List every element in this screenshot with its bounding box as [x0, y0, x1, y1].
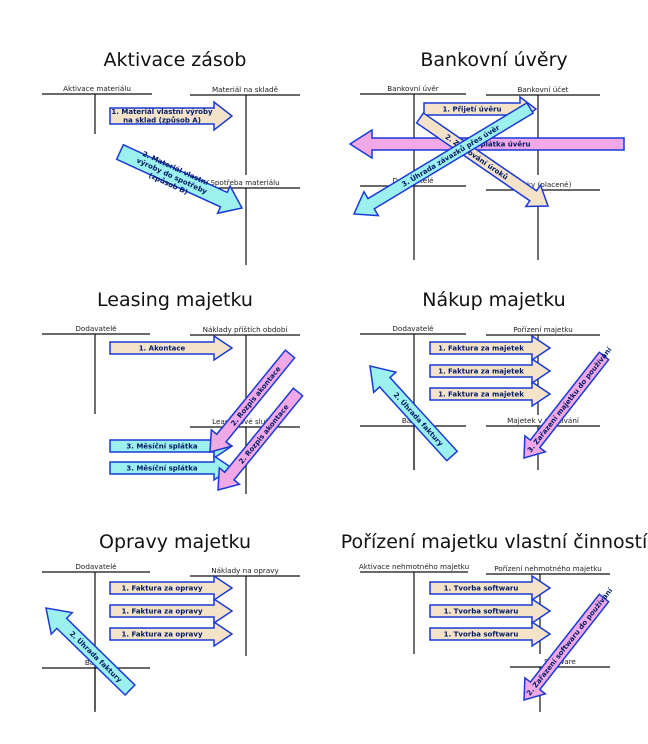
- arrow-label-group: 1. Faktura za majetek: [438, 367, 524, 375]
- arrow-shape: [348, 128, 625, 160]
- panel-title-opravy-majetku: Opravy majetku: [99, 531, 251, 553]
- arrow-faktura-opravy-2: 1. Faktura za opravy: [109, 597, 234, 625]
- arrow-label: 3. Měsíční splátka: [126, 464, 198, 472]
- arrow-label-group: 1. Akontace: [139, 344, 186, 352]
- arrow-faktura-majetek-2: 1. Faktura za majetek: [429, 357, 552, 385]
- arrow-tvorba-softwaru-1: 1. Tvorba softwaru: [429, 574, 552, 602]
- arrow-label-group: 1. Tvorba softwaru: [444, 630, 519, 638]
- panel-title-nakup-majetku: Nákup majetku: [422, 289, 565, 311]
- account-label: Dodavatelé: [75, 562, 117, 571]
- t-account-dodavatele-uvery: Dodavatelé: [360, 176, 466, 260]
- arrow-shape: [209, 349, 296, 453]
- arrow-label-group: 4. Splátka úvěru: [465, 140, 530, 148]
- arrow-shape: [109, 620, 234, 648]
- panel-title-bankovni-uvery: Bankovní úvěry: [420, 49, 567, 71]
- arrow-shape: [523, 351, 610, 460]
- panel-title-leasing-majetku: Leasing majetku: [97, 289, 253, 311]
- account-label: Dodavatelé: [75, 324, 117, 333]
- arrow-label-group: 1. Faktura za majetek: [438, 390, 524, 398]
- t-account-naklady-na-opravy: Náklady na opravy: [190, 566, 300, 656]
- arrow-label-group: 1. Faktura za opravy: [121, 584, 202, 592]
- arrow-label: 1. Faktura za majetek: [438, 344, 524, 352]
- arrow-label-group: 3. Měsíční splátka: [126, 442, 198, 450]
- account-label: Leasingové služby: [212, 417, 279, 426]
- arrow-label: 1. Faktura za majetek: [438, 390, 524, 398]
- t-account-dodavatele-leasing: Dodavatelé: [42, 324, 150, 414]
- arrow-shape: [369, 365, 459, 462]
- account-label: Aktivace nehmotného majetku: [359, 562, 469, 571]
- arrow-zarazeni-softwaru: 2. Zařazení softwaru do používání: [523, 586, 615, 702]
- account-label: Pořízení nehmotného majetku: [494, 564, 602, 573]
- arrow-tvorba-softwaru-2: 1. Tvorba softwaru: [429, 597, 552, 625]
- account-label: Bankovní účet: [517, 85, 568, 94]
- arrow-label-group: 1. Faktura za opravy: [121, 630, 202, 638]
- account-label: Náklady příštích období: [203, 325, 289, 334]
- arrow-faktura-majetek-3: 1. Faktura za majetek: [429, 380, 552, 408]
- arrow-shape: [352, 101, 535, 217]
- panel-title-aktivace-zasob: Aktivace zásob: [104, 49, 247, 71]
- arrow-shape: [109, 100, 234, 132]
- arrow-faktura-majetek-1: 1. Faktura za majetek: [429, 334, 552, 362]
- arrow-label: 1. Faktura za majetek: [438, 367, 524, 375]
- arrow-shape: [429, 597, 552, 625]
- arrow-shape: [415, 112, 550, 208]
- arrow-shape: [45, 607, 136, 697]
- account-label: Dodavatelé: [392, 324, 434, 333]
- arrow-label-group: 1. Tvorba softwaru: [444, 584, 519, 592]
- arrow-label-group: 3. Měsíční splátka: [126, 464, 198, 472]
- arrow-label: 4. Splátka úvěru: [465, 140, 530, 148]
- t-account-aktivace-materialu: Aktivace materiálu: [42, 84, 152, 134]
- account-label: Aktivace materiálu: [63, 84, 131, 93]
- arrow-faktura-opravy-1: 1. Faktura za opravy: [109, 574, 234, 602]
- arrow-label: 1. Tvorba softwaru: [444, 607, 519, 615]
- arrow-shape: [429, 574, 552, 602]
- arrow-faktura-opravy-3: 1. Faktura za opravy: [109, 620, 234, 648]
- arrow-label: 1. Tvorba softwaru: [444, 630, 519, 638]
- arrow-zarazeni-majetku: 3. Zařazení majetku do používání: [523, 345, 614, 460]
- account-label: Materiál na skladě: [212, 85, 279, 94]
- arrow-shape: [109, 574, 234, 602]
- t-account-aktivace-nehmotneho-majetku: Aktivace nehmotného majetku: [359, 562, 469, 654]
- arrow-shape: [115, 143, 244, 215]
- arrow-mesicni-splatka-2: 3. Měsíční splátka: [109, 454, 234, 482]
- arrow-label-group: 1. Faktura za majetek: [438, 344, 524, 352]
- arrow-shape: [523, 593, 610, 702]
- arrow-shape: [429, 620, 552, 648]
- account-label: Úroky (placené): [515, 180, 572, 189]
- arrow-shape: [429, 357, 552, 385]
- arrow-label-group: 1. Faktura za opravy: [121, 607, 202, 615]
- arrow-label: 1. Faktura za opravy: [121, 630, 202, 638]
- arrow-shape: [109, 334, 234, 362]
- arrow-label: 1. Akontace: [139, 344, 186, 352]
- arrow-shape: [217, 387, 304, 491]
- t-account-bankovni-uver: Bankovní úvěr: [360, 84, 466, 175]
- arrow-akontace: 1. Akontace: [109, 334, 234, 362]
- arrow-label: 1. Přijetí úvěru: [442, 105, 501, 113]
- arrow-label: 1. Faktura za opravy: [121, 607, 202, 615]
- t-account-material-na-sklade: Materiál na skladě: [190, 85, 300, 175]
- arrow-label: 1. Faktura za opravy: [121, 584, 202, 592]
- account-label: Spotřeba materiálu: [210, 178, 279, 187]
- account-label: Bankovní úvěr: [387, 84, 439, 93]
- arrow-tvorba-softwaru-3: 1. Tvorba softwaru: [429, 620, 552, 648]
- t-account-bankovni-ucet: Bankovní účet: [486, 85, 600, 175]
- arrow-splatka-uveru: 4. Splátka úvěru: [348, 128, 625, 160]
- arrow-label: 3. Měsíční splátka: [126, 442, 198, 450]
- panel-title-porizeni-majetku-vlastni-cinnosti: Pořízení majetku vlastní činností: [341, 531, 648, 553]
- arrow-label: 1. Tvorba softwaru: [444, 584, 519, 592]
- account-label: Náklady na opravy: [211, 566, 279, 575]
- arrow-shape: [429, 334, 552, 362]
- arrow-shape: [429, 380, 552, 408]
- account-label: Majetek v používání: [507, 416, 580, 425]
- account-label: Pořízení majetku: [513, 325, 573, 334]
- arrow-label-group: 1. Přijetí úvěru: [442, 105, 501, 113]
- arrow-shape: [109, 597, 234, 625]
- arrow-label-group: 1. Tvorba softwaru: [444, 607, 519, 615]
